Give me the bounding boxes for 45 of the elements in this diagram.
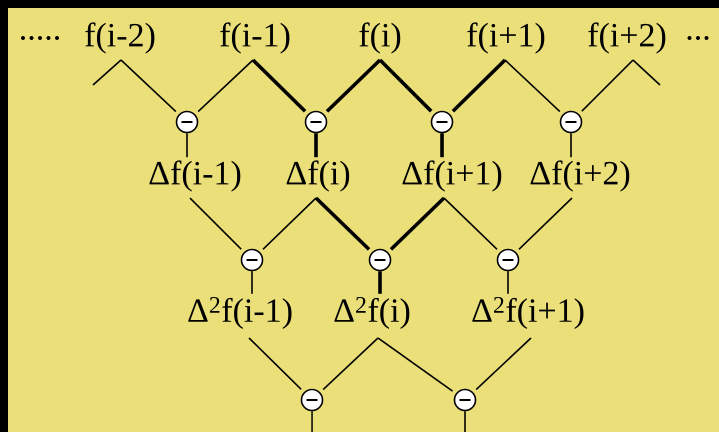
connector-line — [252, 58, 306, 113]
term-label: Δf(i) — [286, 160, 350, 192]
connector-line — [248, 337, 302, 390]
connector-line — [378, 58, 432, 112]
term-label: f(i-2) — [85, 22, 154, 54]
connector-line — [314, 133, 318, 158]
connector-line — [92, 59, 122, 86]
connector-line — [518, 197, 573, 250]
term-label: Δ$^{2}$f(i) — [334, 297, 410, 330]
connector-line — [120, 59, 176, 112]
connector-line — [507, 271, 509, 294]
term-label: Δ$^{2}$f(i+1) — [472, 297, 584, 330]
connector-line — [189, 197, 242, 250]
connector-line — [504, 59, 560, 112]
connector-line — [378, 271, 382, 294]
connector-line — [311, 411, 313, 432]
minus-circle — [300, 388, 324, 412]
minus-circle — [454, 388, 476, 412]
connector-line — [198, 59, 254, 112]
connector-line — [251, 271, 253, 294]
connector-line — [440, 133, 444, 158]
term-label: f(i+2) — [588, 22, 666, 54]
connector-line — [443, 197, 498, 250]
connector-line — [378, 337, 453, 392]
ellipsis: ... — [688, 36, 709, 40]
connector-line — [186, 133, 188, 158]
term-label: Δf(i+1) — [402, 160, 502, 192]
term-label: f(i+1) — [467, 22, 544, 54]
connector-line — [464, 411, 466, 432]
term-label: f(i) — [359, 22, 400, 54]
connector-line — [632, 59, 661, 86]
connector-line — [581, 59, 634, 112]
connector-line — [390, 196, 446, 251]
connector-line — [570, 133, 572, 158]
connector-line — [322, 337, 379, 390]
connector-line — [452, 58, 506, 113]
connector-line — [476, 337, 532, 390]
term-label: Δ$^{2}$f(i-1) — [188, 297, 292, 330]
connector-line — [326, 58, 382, 113]
term-label: Δf(i-1) — [150, 160, 240, 192]
term-label: Δf(i+2) — [530, 160, 630, 192]
connector-line — [314, 196, 370, 251]
connector-line — [262, 197, 317, 250]
ellipsis: ..... — [21, 36, 60, 40]
term-label: f(i-1) — [220, 22, 290, 54]
